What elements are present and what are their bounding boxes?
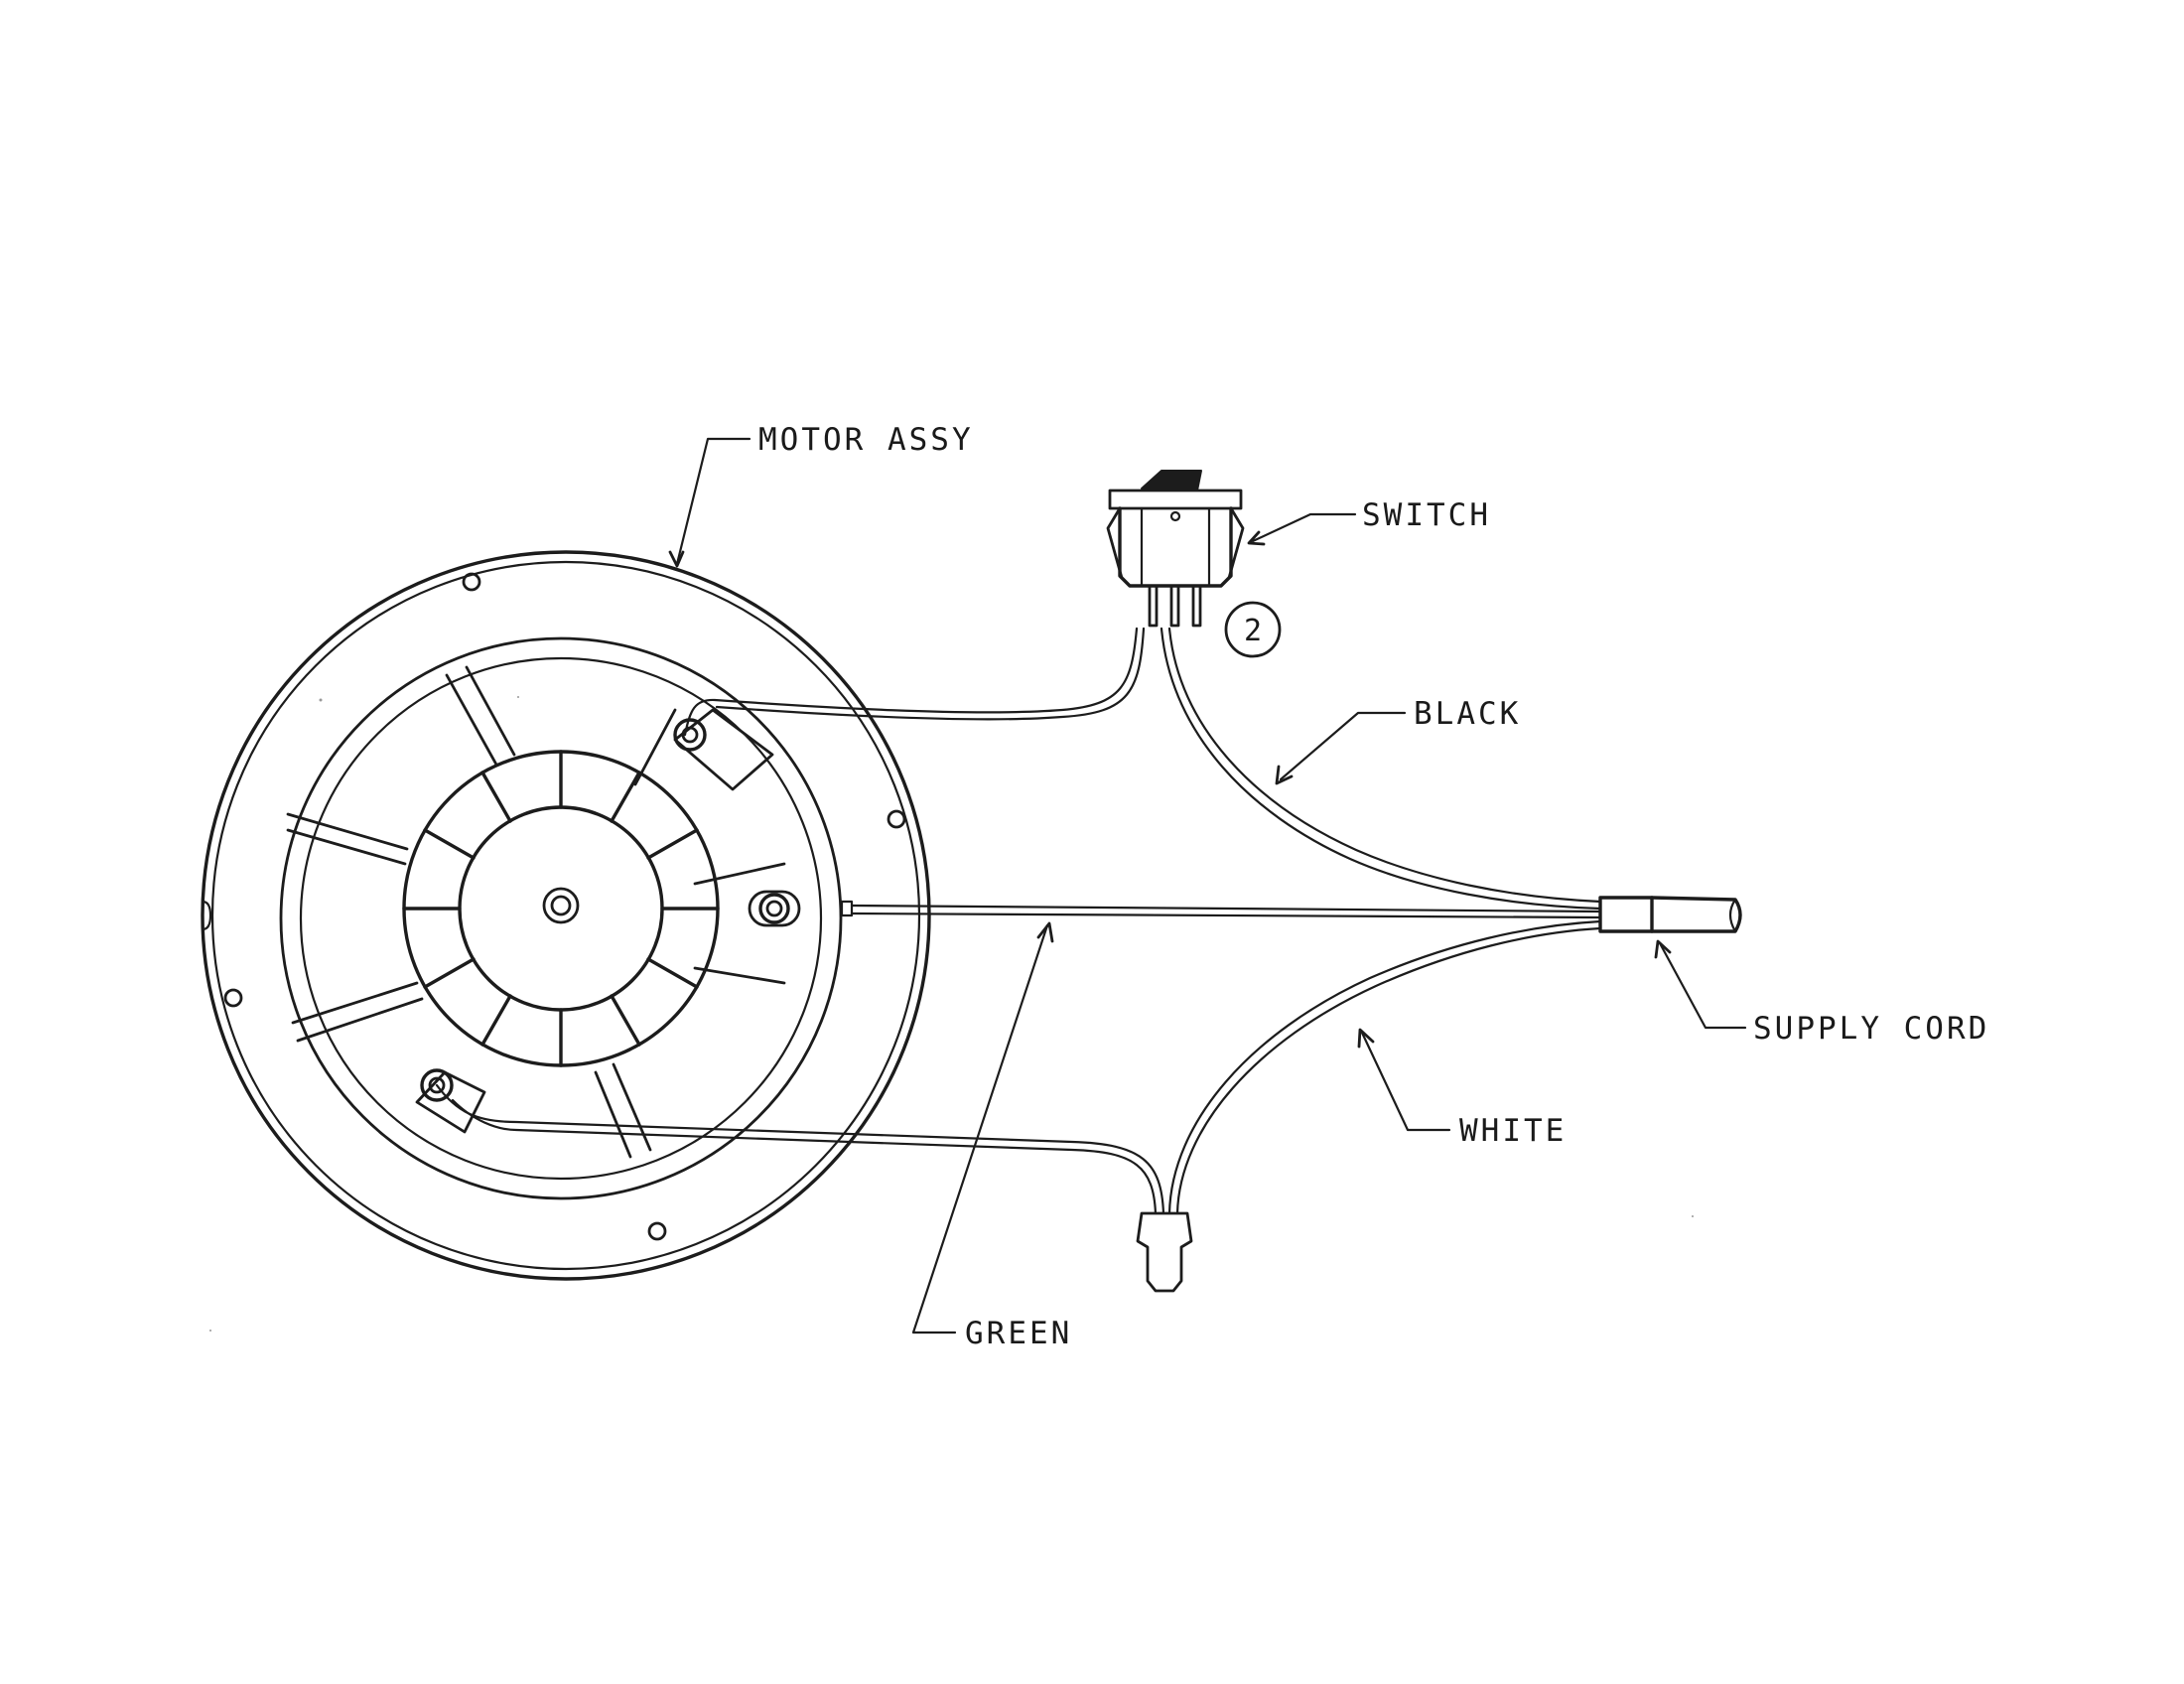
motor-flange-outer	[201, 550, 931, 1281]
motor-shaft-outer	[542, 887, 580, 924]
supply-cord	[1598, 896, 1742, 933]
flange-notch	[201, 900, 212, 931]
terminal-bottom	[415, 1068, 486, 1134]
leader-lines	[668, 437, 1747, 1334]
switch-bezel	[1108, 489, 1243, 510]
motor-assembly	[201, 550, 931, 1281]
wire-white-cord	[1167, 919, 1602, 1215]
switch-rocker	[1141, 470, 1202, 491]
wire-nut-connector	[1136, 1211, 1193, 1293]
rocker-switch	[1106, 470, 1282, 658]
switch-clip-left	[1106, 506, 1124, 580]
mount-hole	[887, 809, 906, 829]
label-green: GREEN	[965, 1316, 1072, 1351]
switch-clip-right	[1227, 506, 1245, 580]
mount-hole	[462, 572, 481, 592]
callout-circle	[1224, 601, 1282, 658]
mount-hole	[223, 988, 243, 1008]
label-motor-assy: MOTOR ASSY	[758, 422, 974, 458]
callout-number: 2	[1244, 614, 1262, 648]
scan-specks	[209, 696, 1694, 1332]
wire-switch-motor	[683, 627, 1139, 737]
wire-green	[850, 904, 1602, 913]
vent-ring-inner	[299, 656, 823, 1181]
vent-spokes	[286, 665, 786, 1159]
switch-pins	[1148, 584, 1202, 628]
wire-white-motor	[435, 1083, 1165, 1215]
mount-hole	[647, 1221, 667, 1241]
label-switch: SWITCH	[1362, 497, 1491, 533]
label-black: BLACK	[1414, 696, 1521, 732]
stator-fins	[402, 750, 720, 1067]
label-white: WHITE	[1459, 1113, 1567, 1149]
motor-flange-inner	[210, 560, 921, 1271]
terminal-top	[673, 708, 774, 791]
wires	[435, 627, 1602, 1215]
motor-shaft-inner	[550, 895, 572, 916]
vent-ring-outer	[279, 636, 843, 1200]
rotor-hub	[458, 805, 664, 1012]
label-supply-cord: SUPPLY CORD	[1753, 1011, 1989, 1047]
wire-black	[1160, 627, 1602, 911]
terminal-ground	[748, 890, 854, 927]
